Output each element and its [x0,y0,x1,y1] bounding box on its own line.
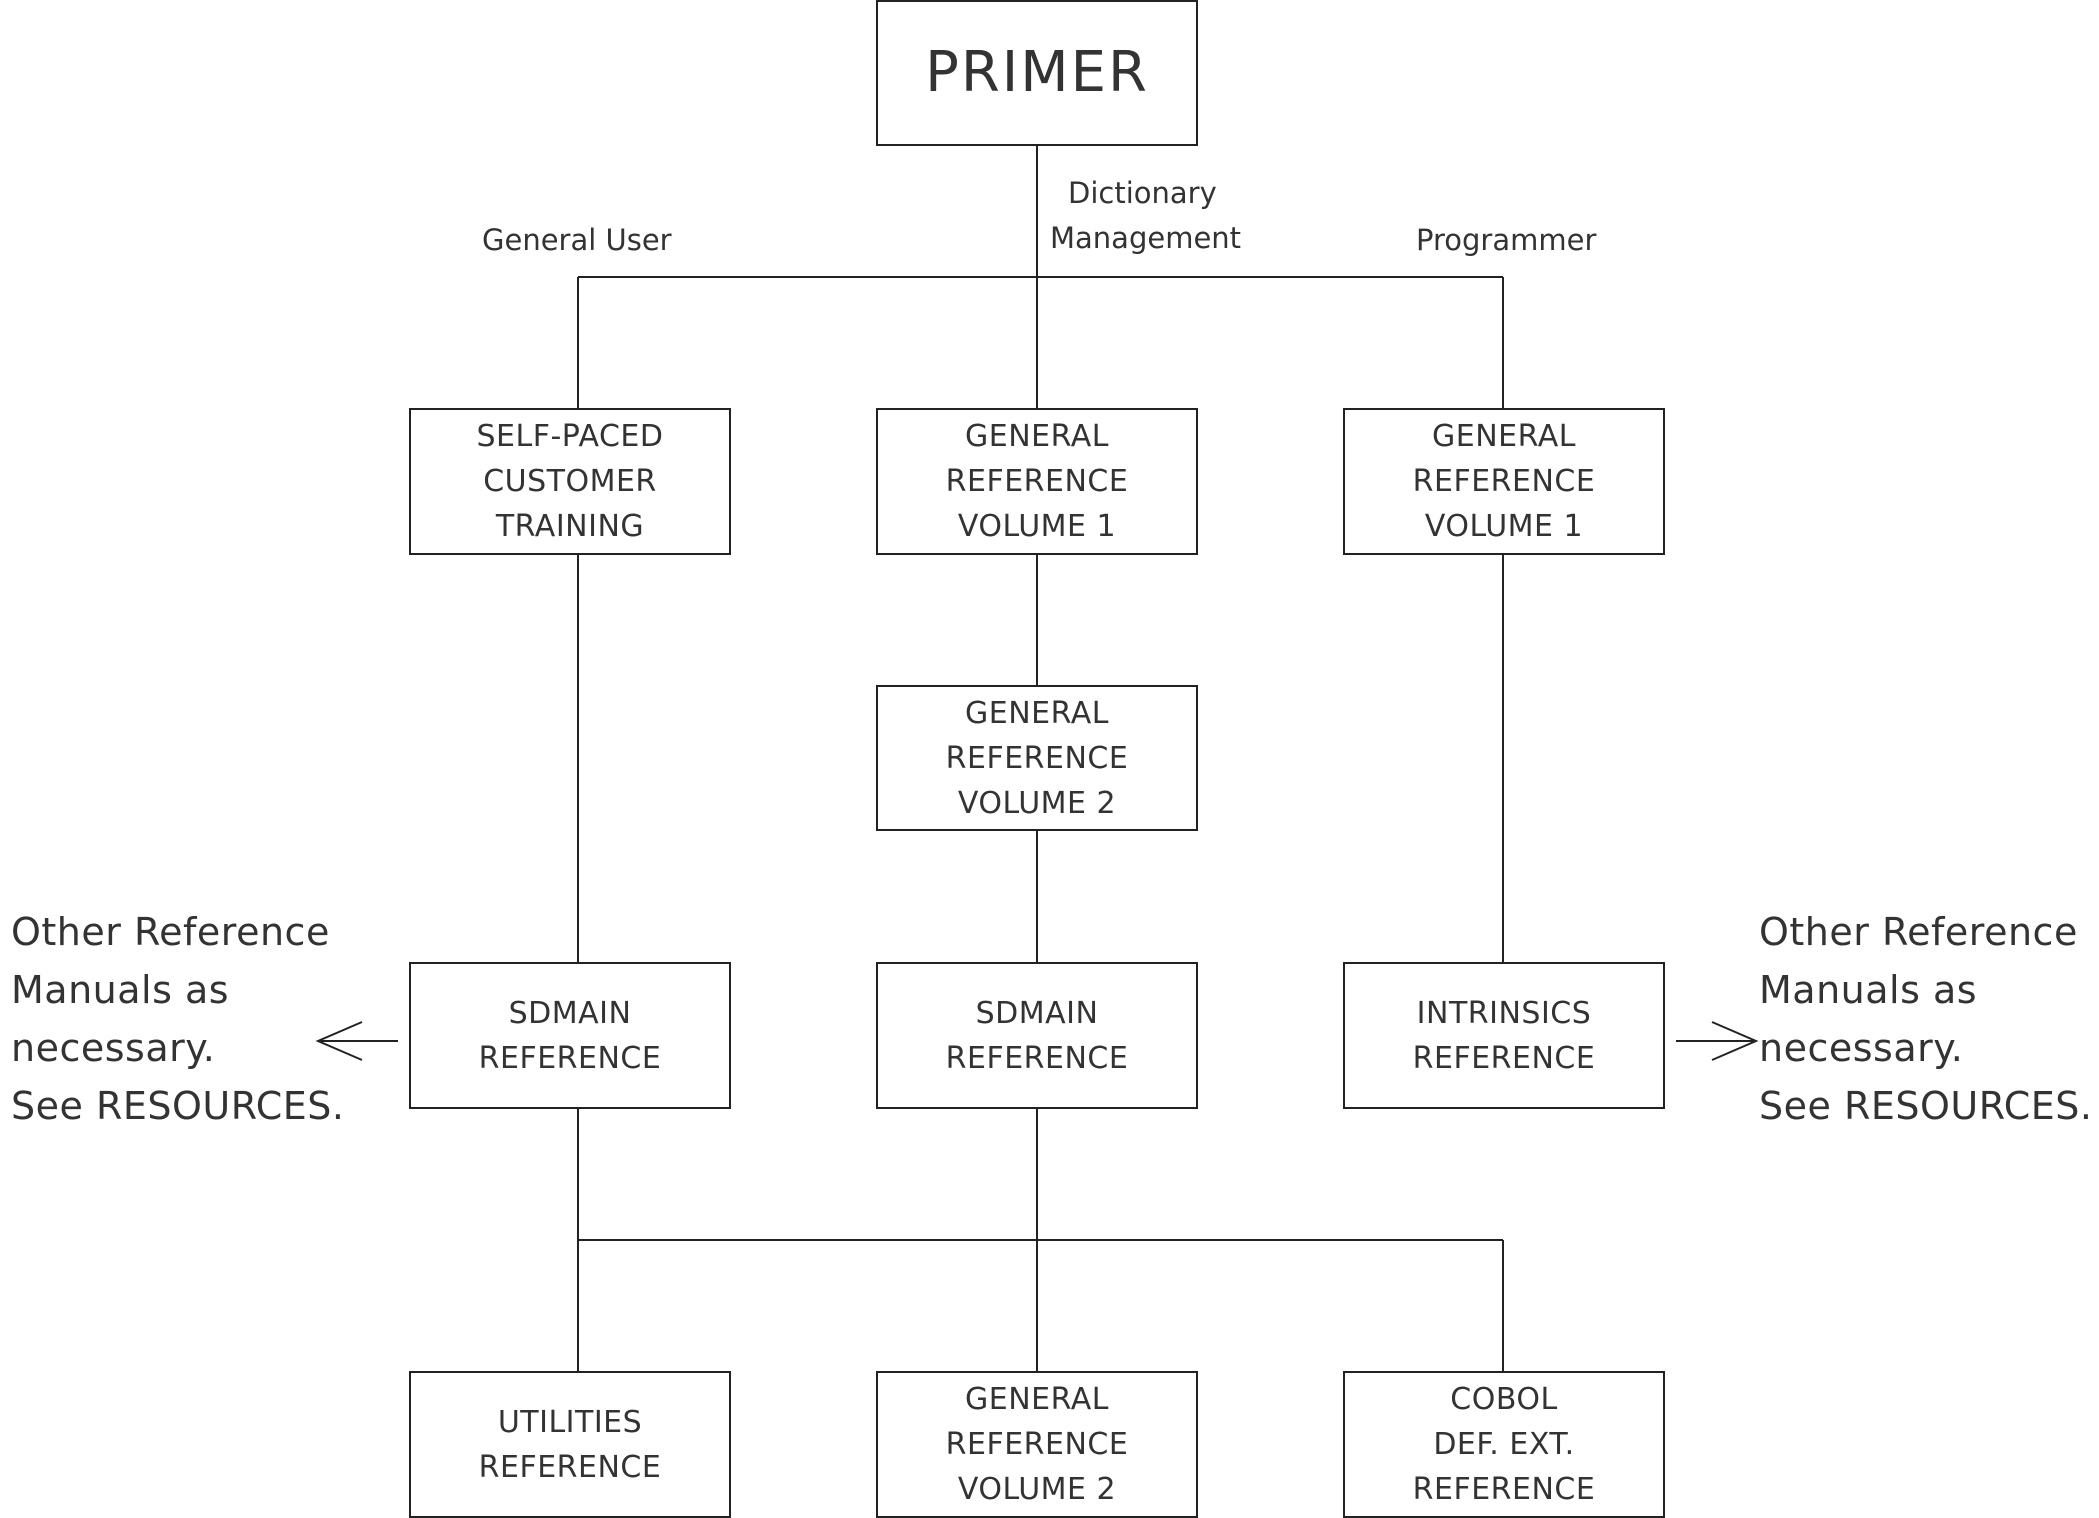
box-line: DEF. EXT. [1433,1427,1575,1462]
sdmain-reference-dictionary-box: SDMAIN REFERENCE [876,962,1198,1109]
note-line: See RESOURCES. [1759,1084,2093,1128]
general-reference-volume2-bottom-box: GENERAL REFERENCE VOLUME 2 [876,1371,1198,1518]
box-line: VOLUME 1 [1424,509,1584,544]
box-line: SDMAIN [508,995,632,1031]
note-line: Manuals as [11,968,230,1012]
primer-box: PRIMER [876,0,1198,146]
box-line: UTILITIES [497,1404,643,1440]
box-line: REFERENCE [945,1040,1129,1076]
other-reference-note-left: Other Reference Manuals as necessary. Se… [11,903,344,1135]
right-arrow-head [1711,1021,1759,1061]
box-line: VOLUME 2 [957,785,1117,821]
box-line: REFERENCE [1412,464,1596,499]
box-line: GENERAL [1432,419,1576,454]
general-reference-volume2-box: GENERAL REFERENCE VOLUME 2 [876,685,1198,831]
box-line: GENERAL [965,1382,1109,1417]
dictionary-label-line: Dictionary [1068,176,1217,210]
dictionary-management-label: Dictionary Management [1050,171,1241,261]
note-line: necessary. [11,1026,216,1070]
box-line: GENERAL [965,695,1109,731]
note-line: Manuals as [1759,968,1978,1012]
utilities-reference-box: UTILITIES REFERENCE [409,1371,731,1518]
other-reference-note-right: Other Reference Manuals as necessary. Se… [1759,903,2092,1135]
box-line: REFERENCE [1412,1040,1596,1076]
note-line: Other Reference [1759,910,2078,954]
box-line: REFERENCE [478,1449,662,1485]
note-line: See RESOURCES. [11,1084,345,1128]
box-line: SDMAIN [975,995,1099,1031]
box-line: TRAINING [495,509,645,544]
box-line: COBOL [1450,1382,1558,1417]
box-line: VOLUME 1 [957,509,1117,544]
note-line: necessary. [1759,1026,1964,1070]
general-reference-volume1-programmer-box: GENERAL REFERENCE VOLUME 1 [1343,408,1665,555]
management-label-line: Management [1050,221,1242,255]
primer-label: PRIMER [925,40,1149,105]
cobol-def-ext-reference-box: COBOL DEF. EXT. REFERENCE [1343,1371,1665,1518]
programmer-label: Programmer [1416,223,1597,257]
box-line: VOLUME 2 [957,1472,1117,1507]
left-arrow-head [315,1021,363,1061]
sdmain-reference-user-box: SDMAIN REFERENCE [409,962,731,1109]
box-line: CUSTOMER [483,464,657,499]
intrinsics-reference-box: INTRINSICS REFERENCE [1343,962,1665,1109]
box-line: REFERENCE [1412,1472,1596,1507]
self-paced-customer-training-box: SELF-PACED CUSTOMER TRAINING [409,408,731,555]
box-line: REFERENCE [478,1040,662,1076]
note-line: Other Reference [11,910,330,954]
box-line: INTRINSICS [1416,995,1592,1031]
box-line: REFERENCE [945,464,1129,499]
general-reference-volume1-box: GENERAL REFERENCE VOLUME 1 [876,408,1198,555]
general-user-label: General User [482,223,672,257]
box-line: SELF-PACED [476,419,664,454]
box-line: REFERENCE [945,740,1129,776]
box-line: GENERAL [965,419,1109,454]
box-line: REFERENCE [945,1427,1129,1462]
